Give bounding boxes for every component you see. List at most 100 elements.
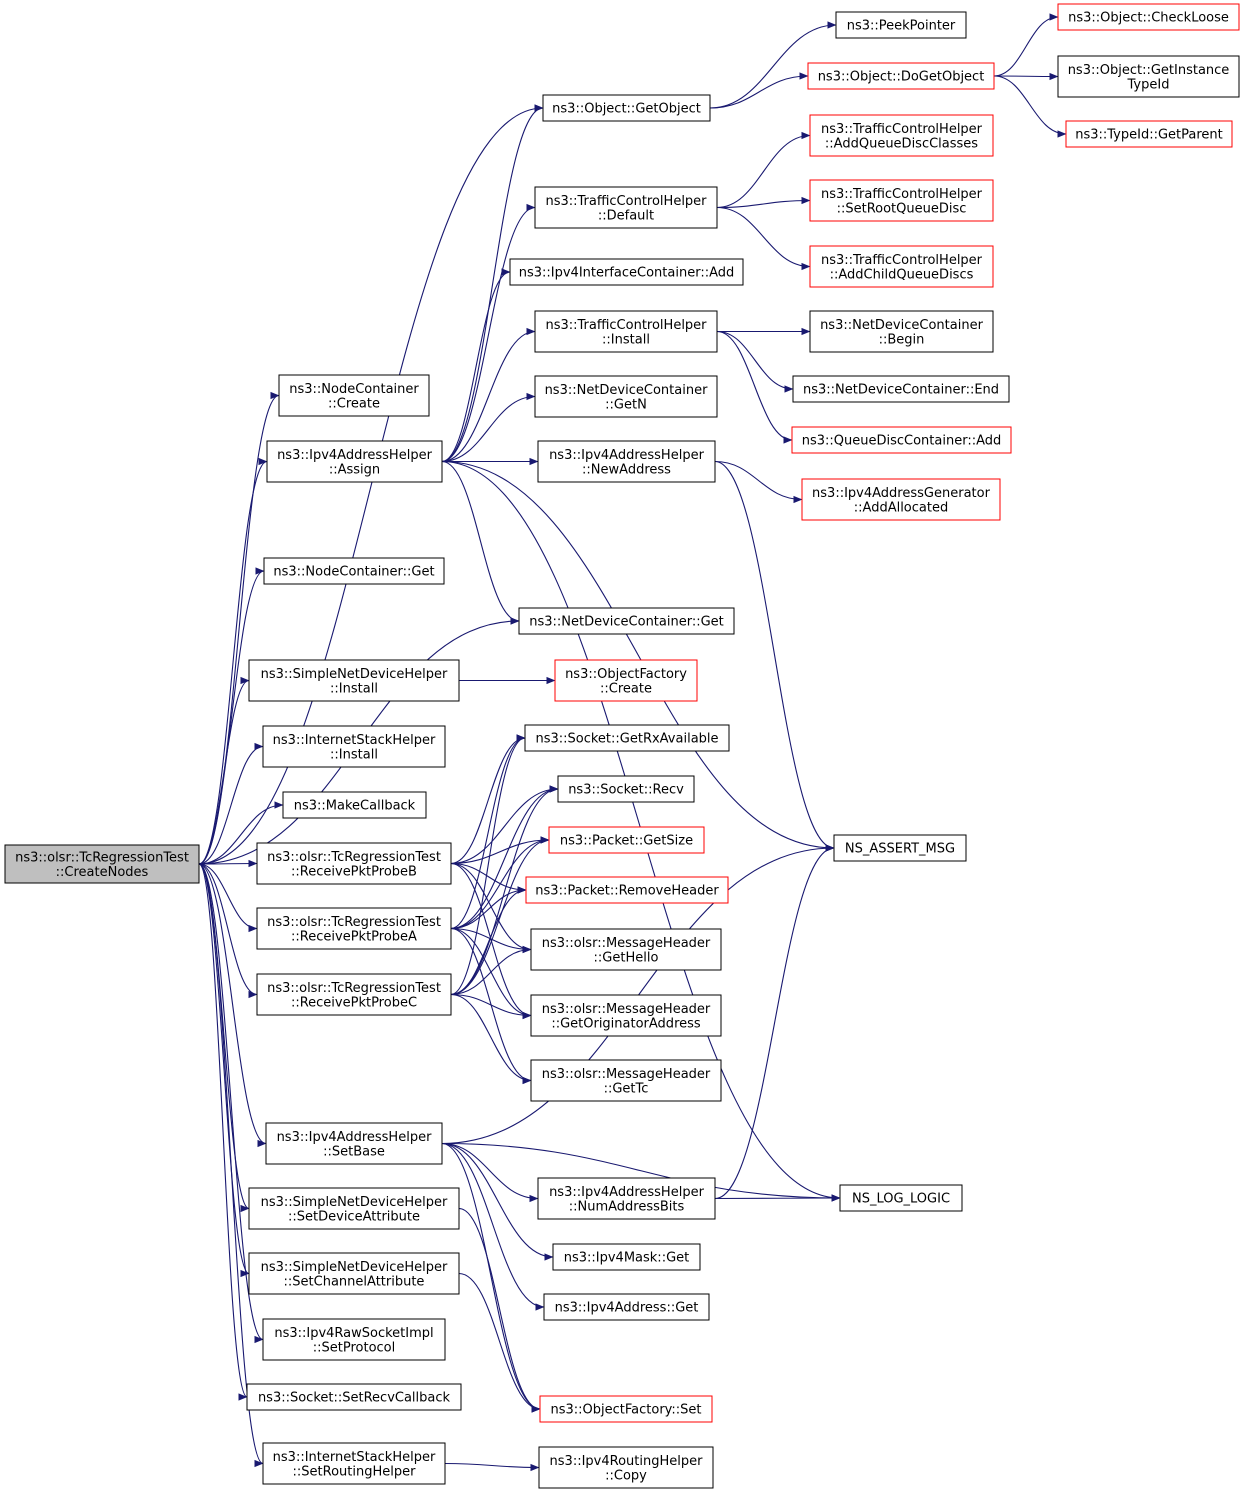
node-ofset[interactable]: ns3::ObjectFactory::Set [539, 1395, 713, 1423]
node-box-ishinstall [262, 725, 446, 768]
node-box-gethello [530, 928, 722, 971]
node-label-ndcgetn-0: ns3::NetDeviceContainer [545, 383, 709, 398]
node-nodecreate[interactable]: ns3::NodeContainer::Create [278, 374, 430, 417]
node-setrecvcallback[interactable]: ns3::Socket::SetRecvCallback [246, 1383, 462, 1411]
node-box-setprotocol [262, 1318, 446, 1361]
node-getparent[interactable]: ns3::TypeId::GetParent [1065, 120, 1233, 148]
node-tchdefault[interactable]: ns3::TrafficControlHelper::Default [534, 186, 718, 229]
edge-probec-to-gettc [450, 993, 532, 1085]
node-sndhinstall[interactable]: ns3::SimpleNetDeviceHelper::Install [248, 659, 460, 702]
node-label-checkloose-0: ns3::Object::CheckLoose [1068, 11, 1229, 26]
node-label-ofcreate-0: ns3::ObjectFactory [565, 667, 687, 682]
node-label-ndcgetn-1: ::GetN [605, 397, 647, 412]
node-label-nsassertmsg-0: NS_ASSERT_MSG [845, 842, 955, 857]
node-label-dogetobject-0: ns3::Object::DoGetObject [818, 70, 985, 85]
node-socketrecv[interactable]: ns3::Socket::Recv [557, 775, 695, 803]
node-box-checkloose [1057, 3, 1240, 31]
node-label-gethello-0: ns3::olsr::MessageHeader [542, 936, 711, 951]
node-setchannelattribute[interactable]: ns3::SimpleNetDeviceHelper::SetChannelAt… [248, 1252, 460, 1295]
edge-setbase-to-numaddressbits [441, 1142, 539, 1203]
node-tchinstall[interactable]: ns3::TrafficControlHelper::Install [534, 310, 718, 353]
node-label-gethello-1: ::GetHello [594, 950, 659, 965]
node-label-setchannelattribute-0: ns3::SimpleNetDeviceHelper [261, 1260, 448, 1275]
node-ishinstall[interactable]: ns3::InternetStackHelper::Install [262, 725, 446, 768]
edge-assign-to-ndcget [441, 460, 520, 625]
node-label-removeheader-0: ns3::Packet::RemoveHeader [535, 884, 719, 899]
node-removeheader[interactable]: ns3::Packet::RemoveHeader [525, 876, 729, 904]
node-ofcreate[interactable]: ns3::ObjectFactory::Create [554, 659, 698, 702]
node-box-getoriginator [530, 994, 722, 1037]
node-gethello[interactable]: ns3::olsr::MessageHeader::GetHello [530, 928, 722, 971]
node-setdeviceattribute[interactable]: ns3::SimpleNetDeviceHelper::SetDeviceAtt… [248, 1187, 460, 1230]
node-box-ipv4addressget [543, 1293, 710, 1321]
node-ndcend[interactable]: ns3::NetDeviceContainer::End [792, 375, 1010, 403]
node-box-getparent [1065, 120, 1233, 148]
node-label-assign-1: ::Assign [329, 462, 380, 477]
edge-getobject-to-dogetobject [709, 72, 809, 109]
node-label-makecallback-0: ns3::MakeCallback [294, 799, 416, 814]
node-label-newaddress-0: ns3::Ipv4AddressHelper [549, 448, 705, 463]
node-ipv4ifcadd[interactable]: ns3::Ipv4InterfaceContainer::Add [509, 258, 744, 286]
edge-setbase-to-ofset [441, 1142, 541, 1413]
node-label-packetgetsize-0: ns3::Packet::GetSize [560, 834, 693, 849]
node-ipv4addressget[interactable]: ns3::Ipv4Address::Get [543, 1293, 710, 1321]
node-probea[interactable]: ns3::olsr::TcRegressionTest::ReceivePktP… [256, 907, 452, 950]
node-nsassertmsg[interactable]: NS_ASSERT_MSG [833, 834, 967, 862]
node-setprotocol[interactable]: ns3::Ipv4RawSocketImpl::SetProtocol [262, 1318, 446, 1361]
edge-newaddress-to-nsassertmsg [714, 460, 835, 852]
node-addchildqueuediscs[interactable]: ns3::TrafficControlHelper::AddChildQueue… [809, 245, 994, 288]
node-ndcgetn[interactable]: ns3::NetDeviceContainer::GetN [534, 375, 718, 418]
edge-newaddress-to-addallocated [714, 460, 803, 504]
node-qdcadd[interactable]: ns3::QueueDiscContainer::Add [791, 426, 1012, 454]
node-box-routinghelpercopy [538, 1446, 714, 1489]
node-gettc[interactable]: ns3::olsr::MessageHeader::GetTc [530, 1059, 722, 1102]
node-probec[interactable]: ns3::olsr::TcRegressionTest::ReceivePktP… [256, 973, 452, 1016]
node-setrootqueuedisc[interactable]: ns3::TrafficControlHelper::SetRootQueueD… [809, 179, 994, 222]
node-nodeget[interactable]: ns3::NodeContainer::Get [263, 557, 445, 585]
node-nsloglogic[interactable]: NS_LOG_LOGIC [839, 1184, 963, 1212]
node-box-numaddressbits [537, 1177, 716, 1220]
node-getrxavailable[interactable]: ns3::Socket::GetRxAvailable [524, 724, 730, 752]
node-root[interactable]: ns3::olsr::TcRegressionTest::CreateNodes [4, 844, 200, 884]
edge-tchinstall-to-qdcadd [716, 330, 793, 444]
node-box-addallocated [801, 478, 1001, 521]
node-box-setrecvcallback [246, 1383, 462, 1411]
node-numaddressbits[interactable]: ns3::Ipv4AddressHelper::NumAddressBits [537, 1177, 716, 1220]
node-checkloose[interactable]: ns3::Object::CheckLoose [1057, 3, 1240, 31]
node-box-probea [256, 907, 452, 950]
node-box-gettc [530, 1059, 722, 1102]
node-newaddress[interactable]: ns3::Ipv4AddressHelper::NewAddress [537, 440, 716, 483]
node-label-ishinstall-0: ns3::InternetStackHelper [273, 733, 436, 748]
node-label-setdeviceattribute-0: ns3::SimpleNetDeviceHelper [261, 1195, 448, 1210]
node-getobject[interactable]: ns3::Object::GetObject [542, 94, 711, 122]
node-label-probea-1: ::ReceivePktProbeA [291, 929, 417, 944]
node-label-gettc-1: ::GetTc [604, 1081, 649, 1096]
edge-root-to-probea [198, 863, 258, 933]
node-packetgetsize[interactable]: ns3::Packet::GetSize [548, 826, 705, 854]
node-assign[interactable]: ns3::Ipv4AddressHelper::Assign [266, 440, 443, 483]
node-routinghelpercopy[interactable]: ns3::Ipv4RoutingHelper::Copy [538, 1446, 714, 1489]
node-ndcbegin[interactable]: ns3::NetDeviceContainer::Begin [809, 310, 994, 353]
node-setbase[interactable]: ns3::Ipv4AddressHelper::SetBase [265, 1122, 443, 1165]
node-dogetobject[interactable]: ns3::Object::DoGetObject [807, 62, 995, 90]
node-box-dogetobject [807, 62, 995, 90]
node-addallocated[interactable]: ns3::Ipv4AddressGenerator::AddAllocated [801, 478, 1001, 521]
node-label-tchdefault-0: ns3::TrafficControlHelper [545, 194, 707, 209]
edge-probec-to-gethello [450, 945, 532, 996]
edge-root-to-probec [198, 863, 258, 999]
node-probeb[interactable]: ns3::olsr::TcRegressionTest::ReceivePktP… [256, 842, 452, 885]
node-box-removeheader [525, 876, 729, 904]
node-label-nodeget-0: ns3::NodeContainer::Get [273, 565, 434, 580]
node-box-addqueuediscclasses [809, 114, 994, 157]
node-getoriginator[interactable]: ns3::olsr::MessageHeader::GetOriginatorA… [530, 994, 722, 1037]
node-makecallback[interactable]: ns3::MakeCallback [282, 791, 427, 819]
node-setroutinghelper[interactable]: ns3::InternetStackHelper::SetRoutingHelp… [262, 1442, 446, 1485]
edge-root-to-setrecvcallback [198, 863, 248, 1401]
node-ndcget[interactable]: ns3::NetDeviceContainer::Get [518, 607, 735, 635]
node-label-numaddressbits-0: ns3::Ipv4AddressHelper [549, 1185, 705, 1200]
node-peekpointer[interactable]: ns3::PeekPointer [835, 11, 967, 39]
node-ipv4maskget[interactable]: ns3::Ipv4Mask::Get [552, 1243, 701, 1271]
node-addqueuediscclasses[interactable]: ns3::TrafficControlHelper::AddQueueDiscC… [809, 114, 994, 157]
